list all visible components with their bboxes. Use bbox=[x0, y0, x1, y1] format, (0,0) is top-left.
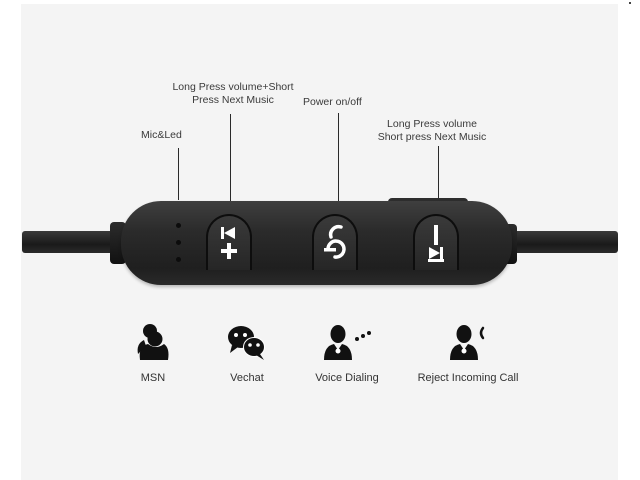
feature-label: Vechat bbox=[230, 372, 264, 384]
power-label: Power on/off bbox=[303, 96, 362, 108]
volume-down-button[interactable] bbox=[413, 214, 459, 270]
volume-down-label-line2: Short press Next Music bbox=[377, 131, 487, 143]
minus-skip-next-icon bbox=[428, 225, 444, 262]
person-speaking-icon bbox=[324, 325, 371, 360]
feature-label: MSN bbox=[140, 372, 166, 384]
mic-led-callout-line bbox=[178, 148, 179, 200]
msn-users-icon bbox=[137, 324, 169, 360]
volume-up-button[interactable] bbox=[206, 214, 252, 270]
volume-up-label-line1: Long Press volume+Short bbox=[172, 81, 294, 93]
corner-mark bbox=[629, 2, 631, 4]
feature-reject-call: Reject Incoming Call bbox=[418, 322, 518, 384]
mic-led-dot bbox=[176, 257, 181, 262]
power-button[interactable] bbox=[312, 214, 358, 270]
mic-led-dot bbox=[176, 240, 181, 245]
feature-vechat: Vechat bbox=[222, 322, 272, 384]
volume-up-label: Long Press volume+Short Press Next Music bbox=[168, 81, 298, 107]
volume-down-label-line1: Long Press volume bbox=[387, 118, 477, 130]
volume-down-label: Long Press volume Short press Next Music bbox=[372, 118, 492, 144]
feature-label: Voice Dialing bbox=[315, 372, 379, 384]
volume-up-label-line2: Press Next Music bbox=[192, 94, 274, 106]
feature-voice-dialing: Voice Dialing bbox=[312, 322, 382, 384]
cable-left bbox=[22, 231, 122, 253]
power-callout-line bbox=[338, 113, 339, 221]
mic-led-label: Mic&Led bbox=[141, 129, 182, 141]
cable-right bbox=[510, 231, 618, 253]
skip-previous-plus-icon bbox=[221, 227, 237, 259]
volume-down-callout-line bbox=[438, 146, 439, 210]
feature-msn: MSN bbox=[131, 322, 175, 384]
volume-up-callout-line bbox=[230, 114, 231, 222]
power-icon bbox=[324, 224, 346, 259]
person-phone-icon bbox=[450, 325, 485, 360]
chat-bubbles-icon bbox=[228, 326, 265, 360]
mic-led-dot bbox=[176, 223, 181, 228]
feature-label: Reject Incoming Call bbox=[417, 372, 519, 384]
